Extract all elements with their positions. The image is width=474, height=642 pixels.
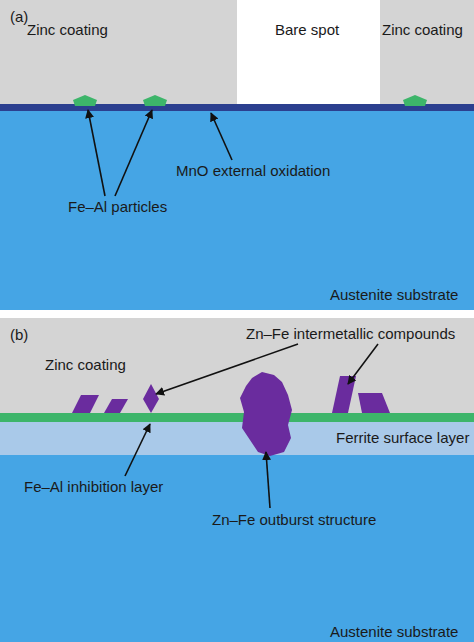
leader-arrow xyxy=(115,110,152,196)
fe-al-particle xyxy=(73,95,97,106)
zn-fe-compound xyxy=(104,399,128,413)
region-label: Austenite substrate xyxy=(330,286,458,304)
ferrite-layer: Ferrite surface layer xyxy=(0,422,474,455)
leader-arrow xyxy=(266,452,270,508)
callout-label: Fe–Al particles xyxy=(68,198,167,216)
callout-label: Zn–Fe outburst structure xyxy=(212,511,376,529)
leader-arrow xyxy=(211,113,232,160)
panel-label: (a) xyxy=(10,8,28,26)
zn-fe-compound xyxy=(72,395,99,413)
region-label: Zinc coating xyxy=(382,21,463,39)
leader-arrow xyxy=(125,424,150,476)
fe-al-inhibition-layer xyxy=(0,413,474,422)
callout-label: MnO external oxidation xyxy=(176,162,330,180)
zinc-coating: Zinc coating xyxy=(380,0,474,104)
callout-label: Fe–Al inhibition layer xyxy=(24,478,163,496)
panel-label: (b) xyxy=(10,326,28,344)
region-label: Zinc coating xyxy=(45,356,126,374)
fe-al-particle xyxy=(403,95,427,106)
mno-layer xyxy=(0,104,474,111)
zn-fe-outburst xyxy=(240,372,292,456)
leader-arrow xyxy=(348,344,378,384)
leader-arrow xyxy=(88,110,105,196)
callout-label: Zn–Fe intermetallic compounds xyxy=(246,325,455,343)
zn-fe-compound xyxy=(143,384,159,413)
fe-al-particle xyxy=(143,95,167,106)
region-label: Ferrite surface layer xyxy=(336,429,469,447)
leader-arrow xyxy=(156,344,298,394)
region-label: Zinc coating xyxy=(27,21,108,39)
zn-fe-compound xyxy=(358,393,390,413)
zinc-coating: Zinc coating xyxy=(0,0,237,104)
bare-spot: Bare spot xyxy=(237,0,380,104)
region-label: Austenite substrate xyxy=(330,623,458,641)
zn-fe-compound xyxy=(332,376,356,413)
region-label: Bare spot xyxy=(275,21,339,39)
